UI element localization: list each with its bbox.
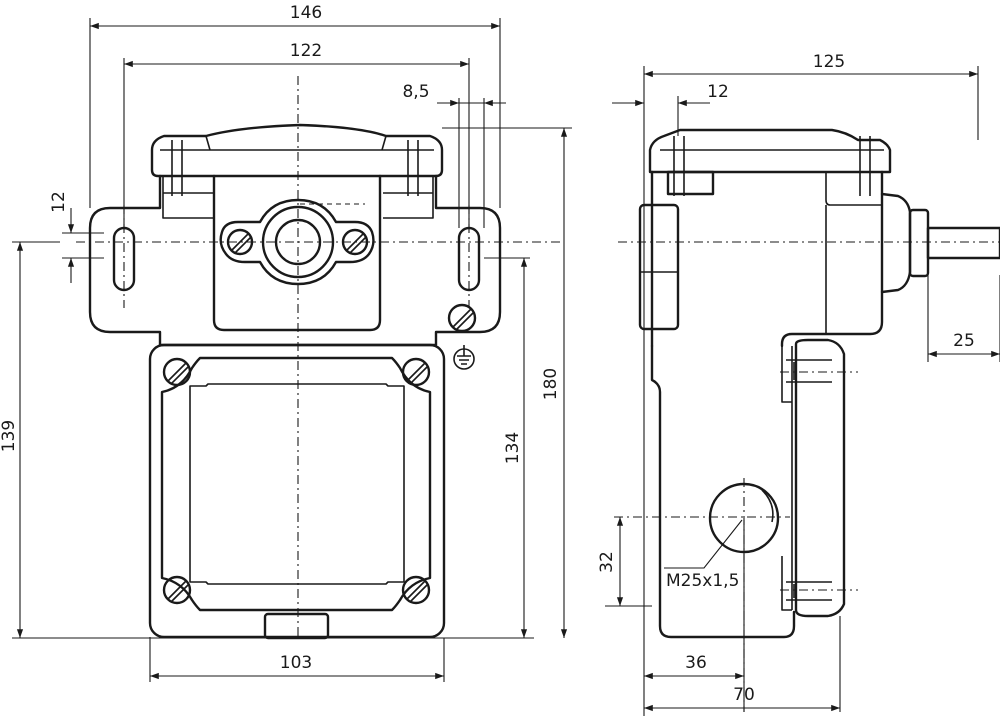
side-lid — [648, 128, 892, 174]
dim-180: 180 — [541, 368, 561, 400]
dim-103: 103 — [280, 653, 312, 673]
dim-122: 122 — [290, 41, 322, 61]
front-head-housing — [88, 174, 502, 347]
side-shaft-bearing — [880, 192, 912, 294]
thread-label: M25x1,5 — [666, 571, 739, 591]
dim-25: 25 — [953, 331, 975, 351]
cover-screws — [162, 357, 431, 605]
dim-12-front: 12 — [49, 191, 69, 213]
dim-125: 125 — [813, 52, 845, 72]
front-cover-recess — [160, 356, 432, 612]
side-lower-body — [650, 344, 796, 639]
dim-146: 146 — [290, 3, 322, 23]
side-shaft — [926, 226, 1000, 260]
dim-8-5: 8,5 — [402, 82, 429, 102]
front-bottom-stub — [263, 612, 330, 640]
dim-32: 32 — [597, 551, 617, 573]
dim-36: 36 — [685, 653, 707, 673]
earth-symbol — [453, 345, 475, 370]
front-bearing-flange — [219, 198, 375, 286]
dim-134: 134 — [503, 432, 523, 464]
side-view: 125 12 25 32 M25x1,5 36 70 — [597, 52, 1000, 716]
front-view: 146 122 8,5 12 139 134 180 103 — [0, 3, 572, 682]
front-lower-body — [148, 343, 446, 639]
front-actuator-panel — [212, 174, 382, 332]
side-upper-housing — [650, 170, 884, 348]
dim-70: 70 — [733, 685, 755, 705]
side-cover — [794, 338, 846, 618]
side-flange — [638, 203, 680, 331]
dim-139: 139 — [0, 420, 19, 452]
dim-12-side: 12 — [707, 82, 729, 102]
